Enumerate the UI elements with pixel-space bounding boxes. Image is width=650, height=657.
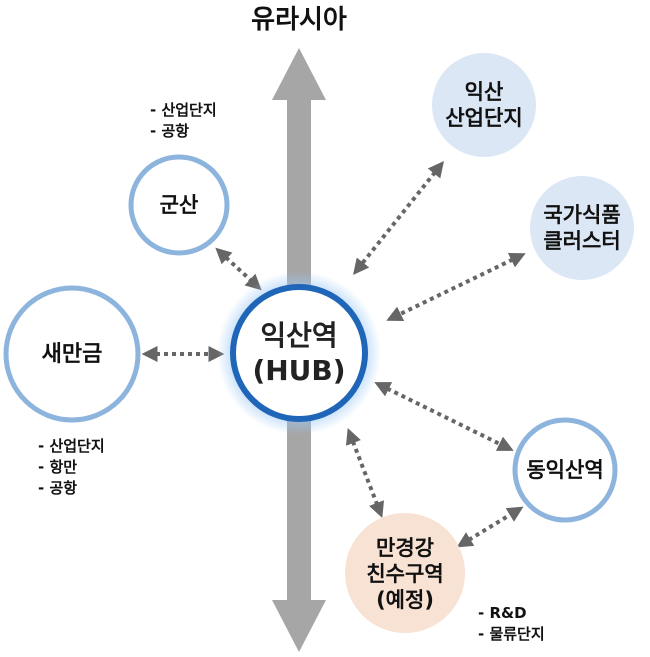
mangyeong-note-item: - 물류단지: [478, 625, 545, 643]
dongiksan-label: 동익산역: [515, 445, 615, 495]
saemangeum-label-text: 새만금: [41, 342, 103, 368]
connector-iksan-industrial: [353, 160, 444, 276]
gunsan-note-item: - 공항: [150, 122, 190, 140]
node-saemangeum: [3, 285, 141, 423]
gunsan-notes: - 산업단지 - 공항: [150, 100, 217, 142]
node-dongiksan: [512, 417, 618, 523]
connector-dongiksan: [374, 382, 514, 451]
connector-mangyeong-dongiksan: [456, 506, 524, 548]
gunsan-note-item: - 산업단지: [150, 101, 217, 119]
node-gunsan: [128, 154, 230, 256]
food-cluster-label-line2: 클러스터: [543, 229, 621, 253]
iksan-industrial-label-line2: 산업단지: [445, 106, 523, 130]
iksan-industrial-label-line1: 익산: [464, 79, 504, 104]
saemangeum-notes: - 산업단지 - 항만 - 공항: [38, 436, 105, 499]
node-mangyeong: [345, 513, 465, 633]
saemangeum-label: 새만금: [6, 330, 138, 380]
top-label: 유라시아: [251, 5, 347, 35]
mangyeong-label-line1: 만경강: [376, 535, 434, 560]
hub-label-line2: (HUB): [252, 354, 346, 387]
gunsan-label-text: 군산: [159, 192, 199, 217]
dongiksan-label-text: 동익산역: [526, 457, 604, 482]
mangyeong-notes: - R&D - 물류단지: [478, 603, 545, 645]
saemangeum-note-item: - 항만: [38, 458, 78, 476]
iksan-industrial-label: 익산 산업단지: [432, 72, 536, 138]
hub-label-line1: 익산역: [260, 319, 338, 352]
mangyeong-label: 만경강 친수구역 (예정): [345, 532, 465, 616]
gunsan-label: 군산: [131, 180, 227, 230]
connector-gunsan: [215, 247, 262, 291]
node-hub: [230, 284, 368, 422]
node-food-cluster: [530, 176, 634, 280]
saemangeum-note-item: - 공항: [38, 479, 78, 497]
food-cluster-label-line1: 국가식품: [543, 202, 621, 227]
connector-mangyeong: [345, 428, 385, 518]
mangyeong-label-line2: 친수구역: [366, 561, 444, 586]
saemangeum-note-item: - 산업단지: [38, 437, 105, 455]
connector-food-cluster: [386, 252, 526, 322]
mangyeong-label-line3: (예정): [376, 588, 434, 613]
node-iksan-industrial: [432, 53, 536, 157]
food-cluster-label: 국가식품 클러스터: [530, 195, 634, 261]
mangyeong-note-item: - R&D: [478, 604, 527, 622]
hub-label: 익산역 (HUB): [233, 300, 365, 406]
